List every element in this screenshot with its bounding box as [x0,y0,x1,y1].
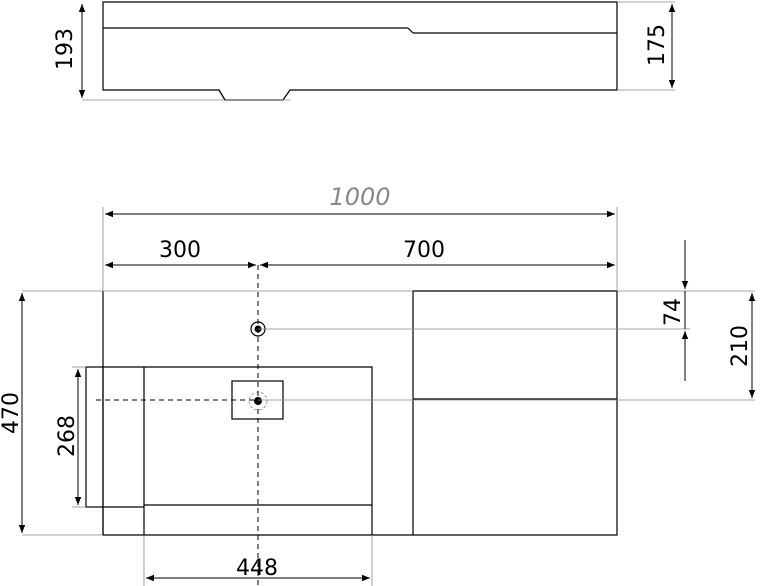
dim-470-label: 470 [0,392,24,434]
dim-74-label: 74 [661,298,686,326]
side-view: 193 175 [53,1,676,101]
dim-448-label: 448 [236,556,278,581]
dim-700-label: 700 [403,238,445,263]
dim-210-label: 210 [728,325,753,367]
dim-300-label: 300 [159,238,201,263]
dim-268-label: 268 [55,415,80,457]
plan-view: 1000 300 700 74 210 470 268 448 [0,183,756,586]
dim-1000-label: 1000 [329,183,390,211]
dim-193-label: 193 [53,28,78,70]
dim-175-label: 175 [645,24,670,66]
